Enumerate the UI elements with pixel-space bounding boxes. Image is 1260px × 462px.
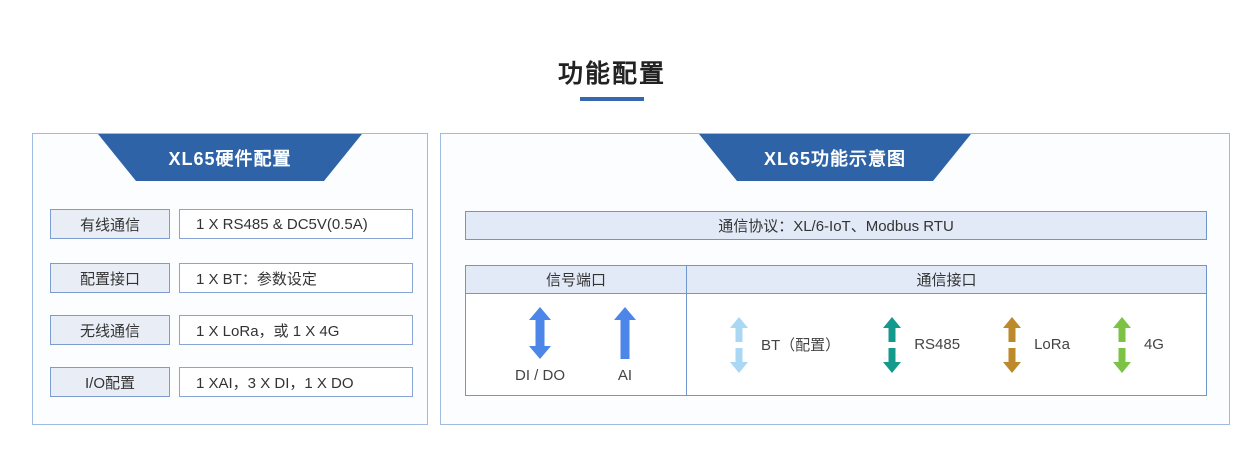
hw-row-label: 有线通信 <box>50 209 170 239</box>
bt-split-double-arrow-icon <box>730 316 749 373</box>
ai-up-arrow-icon <box>614 307 636 359</box>
hw-row-config-interface: 配置接口 1 X BT：参数设定 <box>33 263 427 293</box>
comm-interface-cell: BT（配置） RS485 LoRa <box>687 294 1206 395</box>
function-table-body: DI / DO AI BT（配置） <box>466 294 1206 395</box>
hw-row-value: 1 X LoRa，或 1 X 4G <box>179 315 413 345</box>
signal-item-ai: AI <box>613 307 637 384</box>
hw-row-label: I/O配置 <box>50 367 170 397</box>
function-diagram-panel: XL65功能示意图 通信协议：XL/6-IoT、Modbus RTU 信号端口 … <box>440 133 1230 425</box>
hw-row-wireless-comm: 无线通信 1 X LoRa，或 1 X 4G <box>33 315 427 345</box>
comm-item-bt: BT（配置） <box>729 316 841 373</box>
page-header: 功能配置 <box>0 54 1224 101</box>
function-table-header: 信号端口 通信接口 <box>466 266 1206 294</box>
lora-split-double-arrow-icon <box>1003 316 1022 373</box>
title-underline <box>580 97 644 101</box>
hw-row-label: 配置接口 <box>50 263 170 293</box>
comm-item-4g: 4G <box>1112 316 1164 373</box>
page-title: 功能配置 <box>557 60 666 88</box>
function-diagram-panel-title: XL65功能示意图 <box>699 134 971 181</box>
hw-row-value: 1 XAI，3 X DI，1 X DO <box>179 367 413 397</box>
comm-item-rs485: RS485 <box>882 316 961 373</box>
signal-item-di-do: DI / DO <box>515 307 565 384</box>
comm-item-label: LoRa <box>1034 336 1070 353</box>
4g-split-double-arrow-icon <box>1112 316 1131 373</box>
protocol-bar: 通信协议：XL/6-IoT、Modbus RTU <box>465 211 1207 240</box>
hw-row-io-config: I/O配置 1 XAI，3 X DI，1 X DO <box>33 367 427 397</box>
column-header-comm-interface: 通信接口 <box>687 266 1206 294</box>
hw-row-label: 无线通信 <box>50 315 170 345</box>
hw-row-value: 1 X BT：参数设定 <box>179 263 413 293</box>
comm-item-label: BT（配置） <box>761 337 841 354</box>
comm-item-label: 4G <box>1143 336 1164 353</box>
hardware-config-panel: XL65硬件配置 有线通信 1 X RS485 & DC5V(0.5A) 配置接… <box>32 133 428 425</box>
rs485-split-double-arrow-icon <box>883 316 902 373</box>
signal-item-label: DI / DO <box>514 367 565 384</box>
column-header-signal-port: 信号端口 <box>466 266 687 294</box>
comm-item-lora: LoRa <box>1002 316 1070 373</box>
signal-item-label: AI <box>617 367 633 384</box>
hw-row-value: 1 X RS485 & DC5V(0.5A) <box>179 209 413 239</box>
di-do-double-arrow-icon <box>528 307 551 359</box>
hardware-config-panel-title: XL65硬件配置 <box>98 134 362 181</box>
signal-port-cell: DI / DO AI <box>466 294 687 395</box>
hw-row-wired-comm: 有线通信 1 X RS485 & DC5V(0.5A) <box>33 209 427 239</box>
function-table: 信号端口 通信接口 DI / DO AI <box>465 265 1207 396</box>
comm-item-label: RS485 <box>914 336 961 353</box>
